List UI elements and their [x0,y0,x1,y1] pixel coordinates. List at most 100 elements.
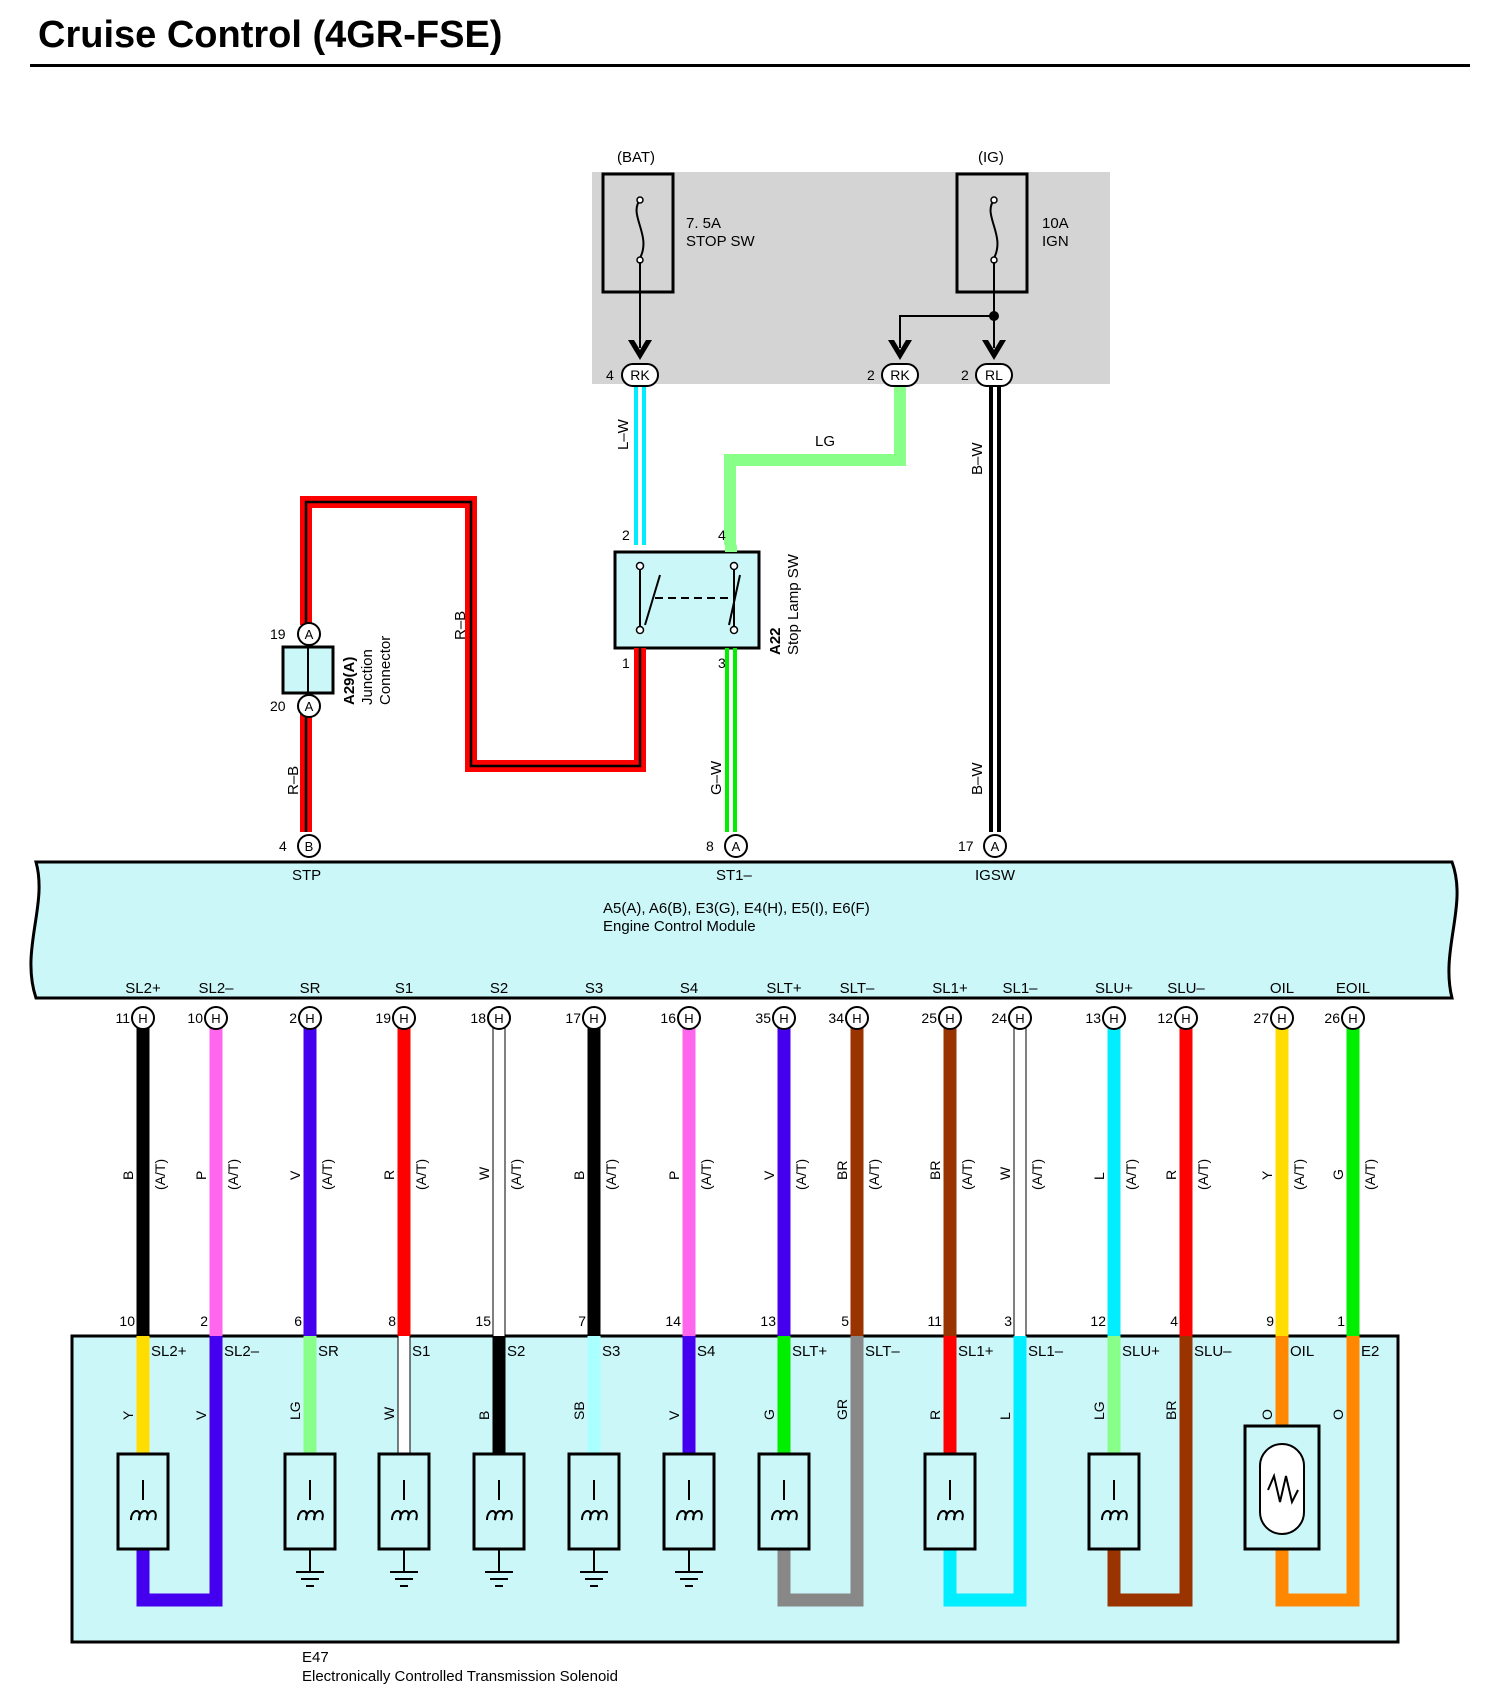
ecm-terminal-label: S1 [395,980,413,997]
ecm-pin-number: 27 [1253,1010,1269,1026]
transmission-solenoid-box [70,1334,1400,1644]
svg-text:RK: RK [630,367,650,383]
solenoid-wire-color: W [381,1406,397,1420]
ecm-pin-12 [1174,1006,1198,1030]
wire-label-rb-bot: R–B [285,766,302,795]
solenoid-terminal-label: OIL [1290,1343,1314,1360]
ecm-terminal-label: SLT– [840,980,875,997]
fuse-ign [955,172,1029,294]
tcm-pin-number: 11 [927,1313,942,1329]
wire-color-label: R [1163,1170,1179,1180]
svg-text:H: H [684,1011,693,1026]
title-rule [30,64,1470,67]
ecm-terminal-label: SL1+ [932,980,968,997]
at-label: (A/T) [152,1159,168,1190]
svg-text:ST1–: ST1– [716,867,753,884]
solenoid-wire-color: V [193,1410,209,1420]
ecm-pin-6 [677,1006,701,1030]
ecm-pin-number: 11 [115,1010,130,1026]
ecm-pin-11 [1102,1006,1126,1030]
tcm-pin-number: 14 [665,1313,681,1329]
ecm-pin-number: 12 [1157,1010,1173,1026]
solenoid-terminal-label: SL2– [224,1343,260,1360]
oil-temp-sensor-icon [1243,1424,1321,1551]
ecm-terminal-label: SL1– [1002,980,1038,997]
svg-text:19: 19 [270,626,286,642]
fuse-name-stop: STOP SW [686,233,755,250]
ecm-pin-number: 16 [660,1010,676,1026]
tcm-pin-number: 5 [841,1313,849,1329]
ecm-pin-st1: A 8 ST1– [706,834,753,884]
ecm-name: Engine Control Module [603,918,756,935]
svg-text:17: 17 [958,838,974,854]
fuse-connector-rl-2: RL 2 [961,363,1013,387]
solenoid-wire-color: Y [120,1410,136,1420]
svg-text:3: 3 [718,655,726,671]
bottom-wiring: H11SL2+B(A/T)10SL2+YH10SL2–P(A/T)2SL2–VH… [115,980,1379,1607]
solenoid-wire-color: LG [287,1401,303,1420]
solenoid-wire-color: O [1259,1409,1275,1420]
page-title: Cruise Control (4GR-FSE) [38,14,503,56]
at-label: (A/T) [698,1159,714,1190]
ecm-terminal-label: SLU+ [1095,980,1133,997]
ecm-terminal-label: S3 [585,980,603,997]
tcm-pin-number: 12 [1090,1313,1106,1329]
solenoid-terminal-label: S2 [507,1343,525,1360]
wire-label-lw: L–W [615,418,632,450]
at-label: (A/T) [319,1159,335,1190]
ecm-pin-number: 13 [1085,1010,1101,1026]
svg-text:H: H [779,1011,788,1026]
solenoid-coil-icon [923,1452,977,1551]
solenoid-wire-color: GR [834,1399,850,1420]
svg-text:1: 1 [622,655,630,671]
fuse-stop-sw [601,172,675,294]
wire-label-lg: LG [815,433,835,450]
svg-text:H: H [945,1011,954,1026]
svg-text:A: A [305,699,314,714]
svg-text:2: 2 [867,367,875,383]
ecm-pin-stp: B 4 STP [279,834,321,884]
solenoid-terminal-label: S4 [697,1343,715,1360]
svg-text:B: B [305,839,314,854]
tcm-pin-number: 4 [1170,1313,1178,1329]
solenoid-wire-color: V [666,1410,682,1420]
junction-name-1: Junction [359,649,376,705]
at-label: (A/T) [1195,1159,1211,1190]
svg-text:H: H [211,1011,220,1026]
ecm-terminal-label: SR [300,980,321,997]
at-label: (A/T) [413,1159,429,1190]
ecm-pin-number: 26 [1324,1010,1340,1026]
tcm-pin-number: 8 [388,1313,396,1329]
tcm-code: E47 [302,1649,329,1666]
solenoid-coil-icon [283,1452,337,1551]
ground-icon [390,1549,418,1587]
wire-color-label: V [761,1170,777,1180]
fuse-source-bat: (BAT) [617,149,655,166]
ecm-pin-2 [298,1006,322,1030]
wire-color-label: P [666,1171,682,1180]
svg-text:STP: STP [292,867,321,884]
solenoid-wire-color: O [1330,1409,1346,1420]
fuse-element-icon [989,199,999,259]
solenoid-terminal-label: S1 [412,1343,430,1360]
tcm-pin-number: 15 [475,1313,491,1329]
ecm-pin-number: 34 [828,1010,844,1026]
at-label: (A/T) [1291,1159,1307,1190]
wire-color-label: R [381,1170,397,1180]
svg-text:H: H [1015,1011,1024,1026]
ecm-pin-8 [845,1006,869,1030]
solenoid-terminal-label: SLU+ [1122,1343,1160,1360]
svg-text:4: 4 [279,838,287,854]
svg-text:2: 2 [961,367,969,383]
tcm-name: Electronically Controlled Transmission S… [302,1668,618,1685]
wire-color-label: G [1330,1169,1346,1180]
ecm-pin-number: 17 [565,1010,581,1026]
ecm-pin-number: 25 [921,1010,937,1026]
solenoid-wire-color: L [997,1412,1013,1420]
solenoid-terminal-label: SLT– [865,1343,900,1360]
ecm-pin-number: 2 [289,1010,297,1026]
svg-text:IGSW: IGSW [975,867,1016,884]
fuse-element-icon [635,199,645,259]
ecm-pin-igsw: A 17 IGSW [958,834,1016,884]
